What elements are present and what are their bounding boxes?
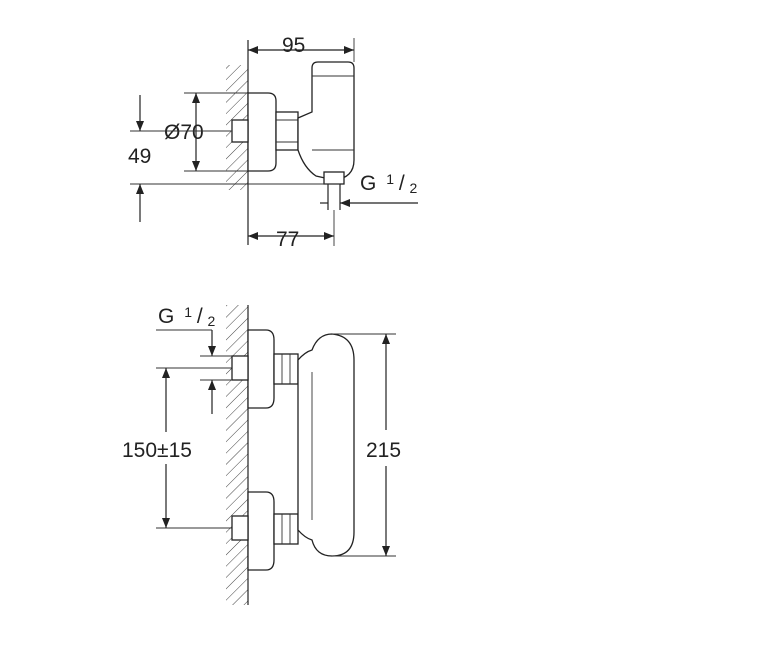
width-dim-label: 95 bbox=[282, 34, 305, 57]
connection-nut-top bbox=[275, 111, 299, 151]
outlet-top bbox=[323, 171, 345, 185]
wall-plate-top bbox=[247, 92, 277, 172]
mixer-body-front bbox=[297, 333, 355, 557]
thread-dim-top-label: G 1 / 2 bbox=[360, 166, 418, 196]
lower-escutcheon bbox=[247, 491, 275, 571]
height-dim-label: 215 bbox=[366, 439, 401, 462]
diameter-dim-label: Ø70 bbox=[164, 121, 204, 144]
thread-dim-front-label: G 1 / 2 bbox=[158, 299, 216, 329]
front-view: G 1 / 2 150±15 215 bbox=[122, 299, 401, 605]
inlet-stub-top bbox=[231, 119, 249, 143]
spacing-dim-label: 150±15 bbox=[122, 439, 192, 462]
top-view: 95 Ø70 49 G 1 / 2 77 bbox=[128, 34, 418, 251]
lower-nut bbox=[273, 513, 299, 545]
upper-inlet-stub bbox=[231, 355, 249, 381]
offset-dim-label: 77 bbox=[276, 228, 299, 251]
upper-escutcheon bbox=[247, 329, 275, 409]
upper-nut bbox=[273, 353, 299, 385]
lower-inlet-stub bbox=[231, 515, 249, 541]
mixer-body-top bbox=[297, 61, 355, 181]
depth-dim-label: 49 bbox=[128, 145, 151, 168]
wall-hatching-front bbox=[226, 305, 248, 605]
